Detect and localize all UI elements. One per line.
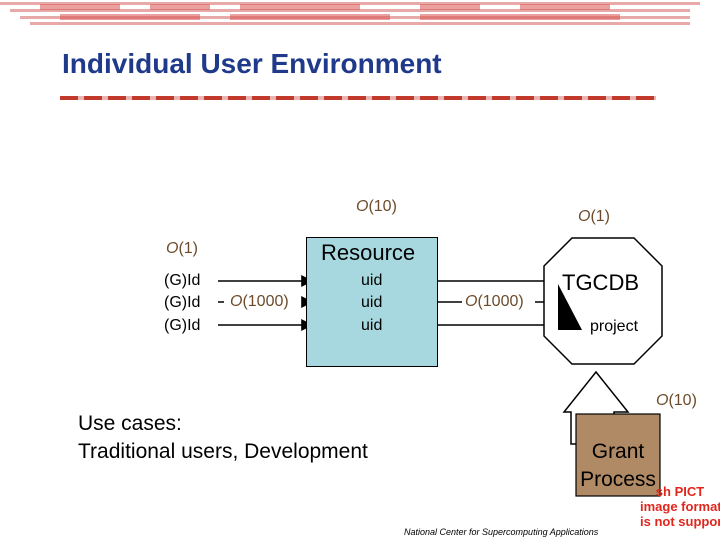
grant-process-label: Grant Process xyxy=(574,438,662,494)
uid-label: uid xyxy=(361,294,383,311)
tgcdb-project-label: project xyxy=(590,318,639,335)
order-label-top-right: O(1) xyxy=(578,208,611,225)
uid-label: uid xyxy=(361,272,383,289)
use-cases-heading: Use cases: xyxy=(78,412,182,435)
pict-notice-line2: image format xyxy=(640,499,720,514)
order-label-top-center: O(10) xyxy=(356,198,397,215)
pict-placeholder-banner xyxy=(0,2,700,25)
page-title: Individual User Environment xyxy=(62,48,442,79)
uid-label: uid xyxy=(361,317,383,334)
order-label-mid-left: O(1000) xyxy=(230,293,289,310)
pict-notice: sh PICT image format is not supported xyxy=(640,484,720,529)
grant-process-line2: Process xyxy=(580,468,656,491)
resource-box xyxy=(306,237,438,367)
resource-title: Resource xyxy=(321,240,416,265)
footer-credit: National Center for Supercomputing Appli… xyxy=(404,527,599,537)
title-underline xyxy=(60,96,656,100)
pict-notice-line3: is not supported xyxy=(640,514,720,529)
gid-label: (G)Id xyxy=(164,272,201,289)
use-cases-list: Traditional users, Development xyxy=(78,440,368,463)
gid-label: (G)Id xyxy=(164,294,201,311)
tgcdb-funnel xyxy=(558,284,582,330)
grant-process-line1: Grant xyxy=(591,440,645,463)
grant-process-box xyxy=(575,413,661,497)
order-label-grant: O(10) xyxy=(656,392,697,409)
pict-notice-line1: sh PICT xyxy=(655,484,705,499)
gid-label: (G)Id xyxy=(164,317,201,334)
order-label-left: O(1) xyxy=(166,240,199,257)
use-cases-text: Use cases: Traditional users, Developmen… xyxy=(78,410,368,466)
order-label-mid-right: O(1000) xyxy=(465,293,524,310)
tgcdb-title: TGCDB xyxy=(562,270,639,295)
tgcdb-octagon xyxy=(543,237,663,365)
